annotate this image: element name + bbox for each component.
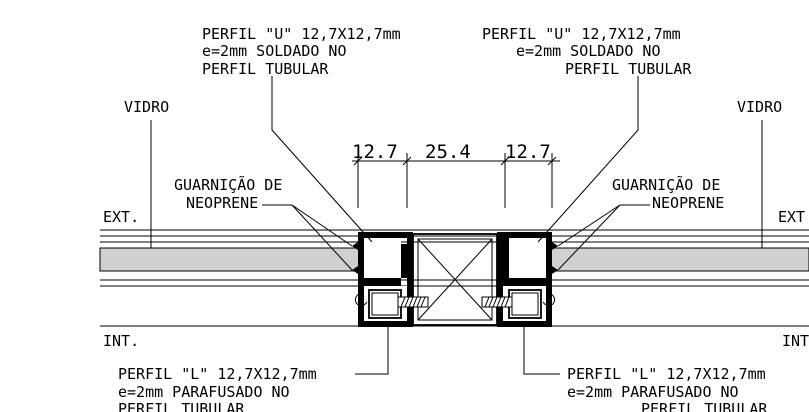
- label-bottom-left: PERFIL "L" 12,7X12,7mm e=2mm PARAFUSADO …: [118, 365, 317, 412]
- svg-text:GUARNIÇÃO DE: GUARNIÇÃO DE: [612, 175, 720, 194]
- facade-lines: [100, 229, 809, 327]
- label-neoprene-left: GUARNIÇÃO DE NEOPRENE: [174, 175, 282, 212]
- screw-left: [354, 293, 429, 308]
- label-top-left: PERFIL "U" 12,7X12,7mm e=2mm SOLDADO NO …: [202, 25, 401, 78]
- svg-text:PERFIL "L" 12,7X12,7mm: PERFIL "L" 12,7X12,7mm: [567, 365, 766, 383]
- dimension-right: 12.7: [505, 141, 551, 163]
- svg-text:PERFIL TUBULAR: PERFIL TUBULAR: [202, 60, 329, 78]
- label-vidro-right: VIDRO: [737, 98, 782, 116]
- label-ext-left: EXT.: [103, 208, 139, 226]
- svg-text:e=2mm PARAFUSADO NO: e=2mm PARAFUSADO NO: [118, 383, 290, 401]
- label-bottom-right: PERFIL "L" 12,7X12,7mm e=2mm PARAFUSADO …: [567, 365, 768, 412]
- label-top-right: PERFIL "U" 12,7X12,7mm e=2mm SOLDADO NO …: [482, 25, 692, 78]
- leader-lines: [150, 76, 763, 375]
- screw-right: [481, 293, 556, 308]
- l-profile-right: [508, 289, 542, 319]
- svg-text:e=2mm SOLDADO NO: e=2mm SOLDADO NO: [516, 42, 661, 60]
- svg-text:PERFIL TUBULAR: PERFIL TUBULAR: [641, 400, 768, 412]
- label-vidro-left: VIDRO: [124, 98, 169, 116]
- svg-text:e=2mm PARAFUSADO NO: e=2mm PARAFUSADO NO: [567, 383, 739, 401]
- svg-text:PERFIL "L" 12,7X12,7mm: PERFIL "L" 12,7X12,7mm: [118, 365, 317, 383]
- dimension-left: 12.7: [352, 141, 398, 163]
- svg-text:PERFIL "U" 12,7X12,7mm: PERFIL "U" 12,7X12,7mm: [202, 25, 401, 43]
- svg-text:PERFIL TUBULAR: PERFIL TUBULAR: [565, 60, 692, 78]
- svg-text:GUARNIÇÃO DE: GUARNIÇÃO DE: [174, 175, 282, 194]
- dimension-line: [352, 153, 560, 208]
- svg-text:e=2mm SOLDADO NO: e=2mm SOLDADO NO: [202, 42, 347, 60]
- label-neoprene-right: GUARNIÇÃO DE NEOPRENE: [612, 175, 724, 212]
- label-int-right: INT: [782, 332, 809, 350]
- svg-text:PERFIL "U" 12,7X12,7mm: PERFIL "U" 12,7X12,7mm: [482, 25, 681, 43]
- u-profile-right: [497, 232, 552, 327]
- l-profile-left: [368, 289, 402, 319]
- svg-text:PERFIL TUBULAR: PERFIL TUBULAR: [118, 400, 245, 412]
- label-ext-right: EXT: [778, 208, 805, 226]
- svg-text:NEOPRENE: NEOPRENE: [186, 194, 258, 212]
- svg-text:NEOPRENE: NEOPRENE: [652, 194, 724, 212]
- glass-right: [512, 247, 809, 272]
- label-int-left: INT.: [103, 332, 139, 350]
- dimension-middle: 25.4: [425, 141, 471, 163]
- glass-left: [99, 247, 375, 272]
- neoprene-gaskets: [352, 242, 558, 274]
